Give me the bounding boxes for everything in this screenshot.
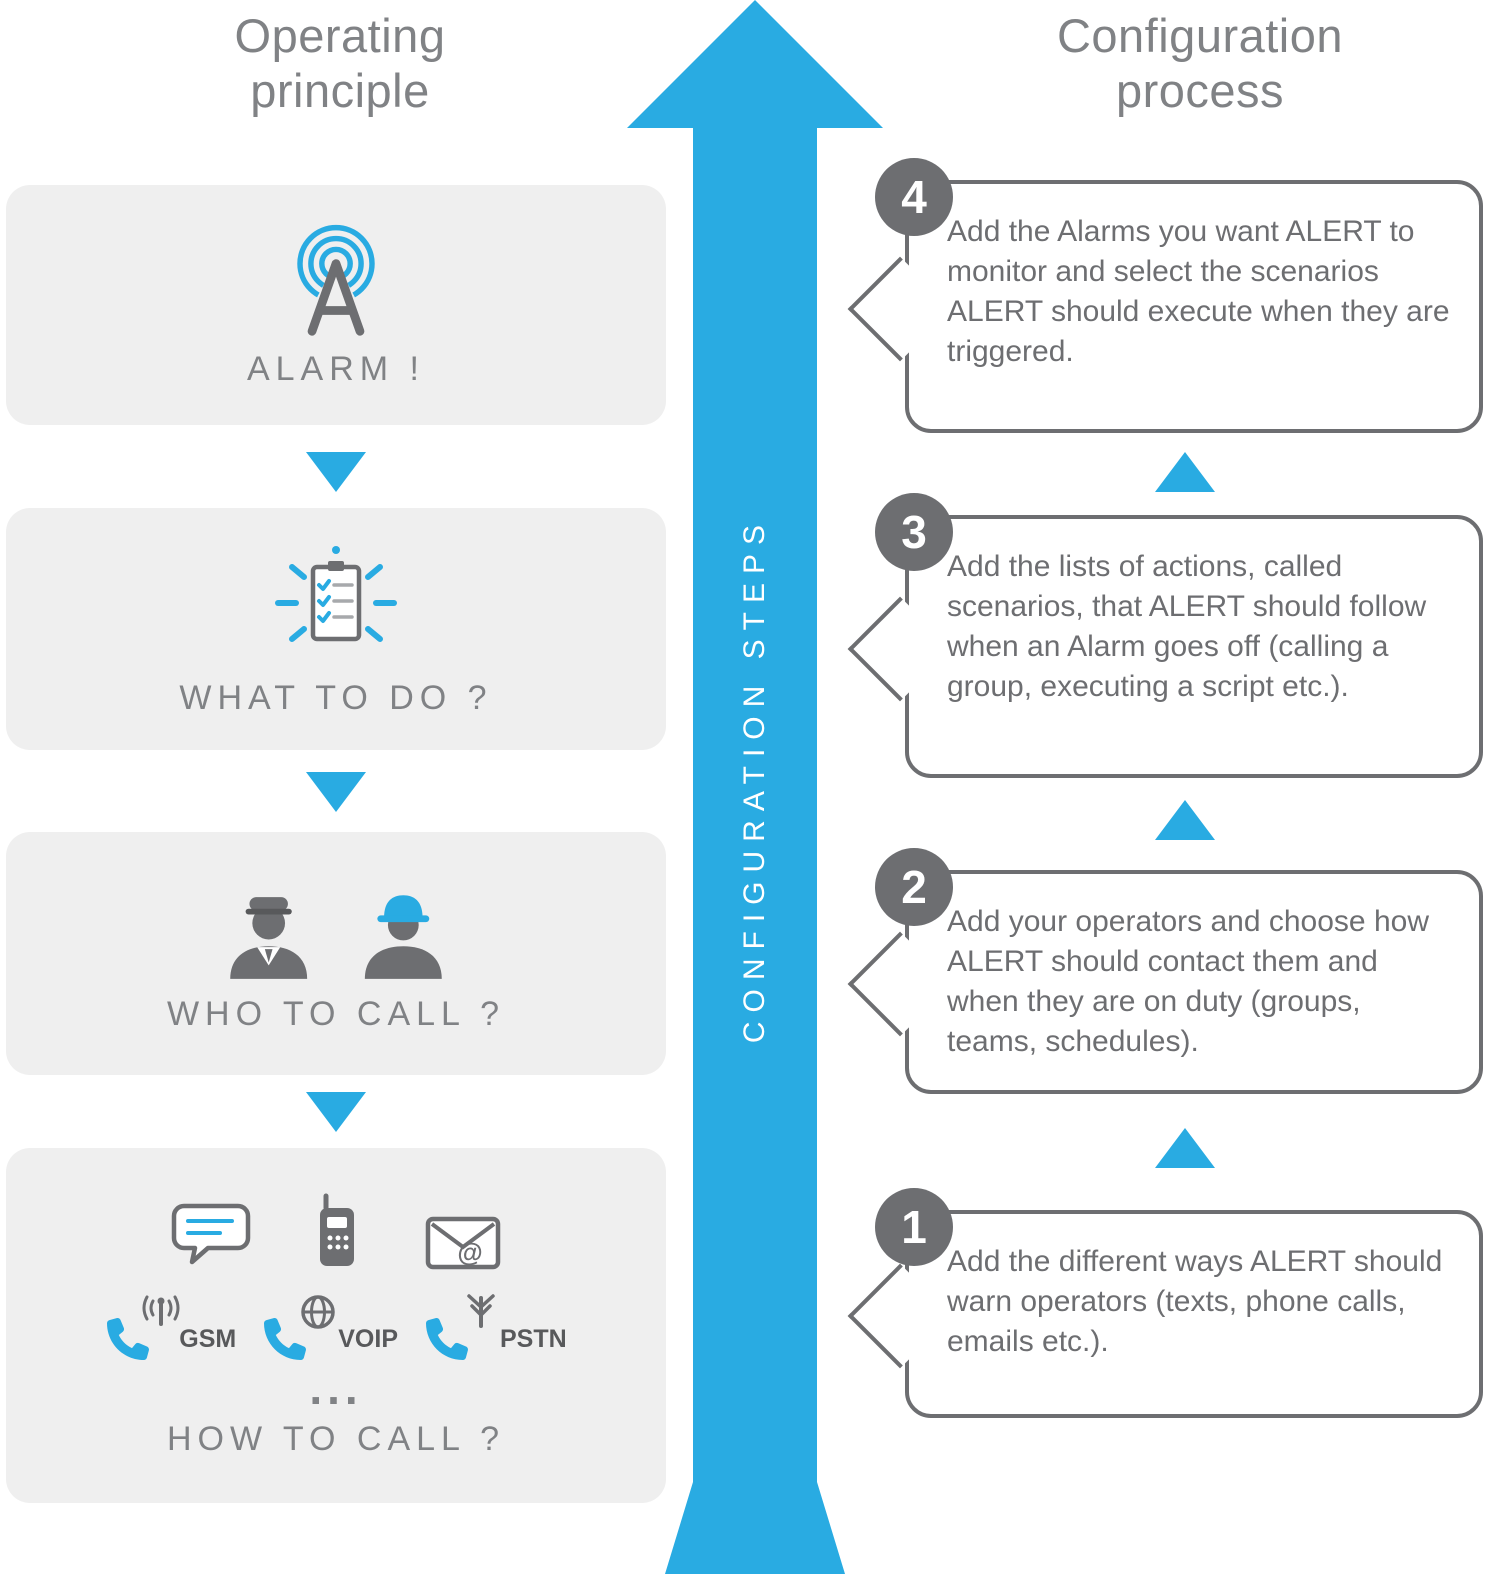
step-4-number-badge: 4	[875, 158, 953, 236]
worker-icon	[364, 895, 442, 979]
step-label-alarm: ALARM !	[246, 349, 426, 388]
gsm-channel: GSM	[105, 1288, 236, 1362]
left-column-title: Operating principle	[234, 9, 446, 118]
step-box-what-to-do: WHAT TO DO ?	[6, 508, 666, 750]
step-label-what-to-do: WHAT TO DO ?	[179, 678, 493, 717]
voip-channel: VOIP	[262, 1288, 398, 1362]
step-3-number-badge: 3	[875, 493, 953, 571]
sms-icon	[171, 1204, 251, 1265]
configuration-steps-label-wrap: CONFIGURATION STEPS	[693, 455, 817, 1105]
step-4-description: Add the Alarms you want ALERT to monitor…	[947, 215, 1450, 368]
up-arrow-icon	[1155, 1128, 1215, 1168]
officer-icon	[230, 897, 308, 979]
step-3-description: Add the lists of actions, called scenari…	[947, 550, 1427, 703]
step-label-how-to-call: HOW TO CALL ?	[166, 1419, 506, 1458]
step-1-number-badge: 1	[875, 1188, 953, 1266]
up-arrow-icon	[1155, 800, 1215, 840]
up-arrow-icon	[1155, 452, 1215, 492]
flow-arrow	[627, 0, 883, 1574]
alarm-broadcast-icon	[295, 224, 377, 338]
config-step-2-bubble: 2 Add your operators and choose how ALER…	[847, 848, 1483, 1094]
gsm-phone-icon	[107, 1295, 180, 1361]
voip-phone-icon	[264, 1295, 335, 1361]
step-1-description: Add the different ways ALERT should warn…	[947, 1245, 1443, 1358]
configuration-steps-label: CONFIGURATION STEPS	[738, 516, 771, 1044]
config-step-3-bubble: 3 Add the lists of actions, called scena…	[847, 493, 1483, 778]
step-box-who-to-call: WHO TO CALL ?	[6, 832, 666, 1075]
email-icon: @	[425, 1217, 501, 1270]
pstn-phone-icon	[426, 1294, 495, 1361]
gsm-label: GSM	[179, 1325, 237, 1354]
radio-icon	[320, 1193, 354, 1267]
step-box-alarm: ALARM !	[6, 185, 666, 425]
step-box-how-to-call: @ GSM	[6, 1148, 666, 1503]
right-column-title: Configuration process	[1056, 9, 1344, 118]
step-label-who-to-call: WHO TO CALL ?	[166, 995, 506, 1033]
voip-label: VOIP	[338, 1325, 398, 1354]
phone-channels-row: GSM VOIP	[105, 1288, 567, 1362]
svg-text:@: @	[457, 1237, 482, 1267]
config-step-1-bubble: 1 Add the different ways ALERT should wa…	[847, 1188, 1483, 1418]
down-arrow-icon	[306, 452, 366, 492]
pstn-label: PSTN	[500, 1325, 567, 1354]
operators-icon	[230, 895, 442, 979]
message-channels-row: @	[170, 1192, 502, 1272]
config-step-4-bubble: 4 Add the Alarms you want ALERT to monit…	[847, 158, 1483, 433]
step-2-description: Add your operators and choose how ALERT …	[947, 905, 1429, 1058]
step-2-number-badge: 2	[875, 848, 953, 926]
pstn-channel: PSTN	[424, 1288, 567, 1362]
checklist-icon	[275, 545, 397, 642]
more-channels-ellipsis: ...	[309, 1362, 363, 1415]
down-arrow-icon	[306, 1092, 366, 1132]
down-arrow-icon	[306, 772, 366, 812]
